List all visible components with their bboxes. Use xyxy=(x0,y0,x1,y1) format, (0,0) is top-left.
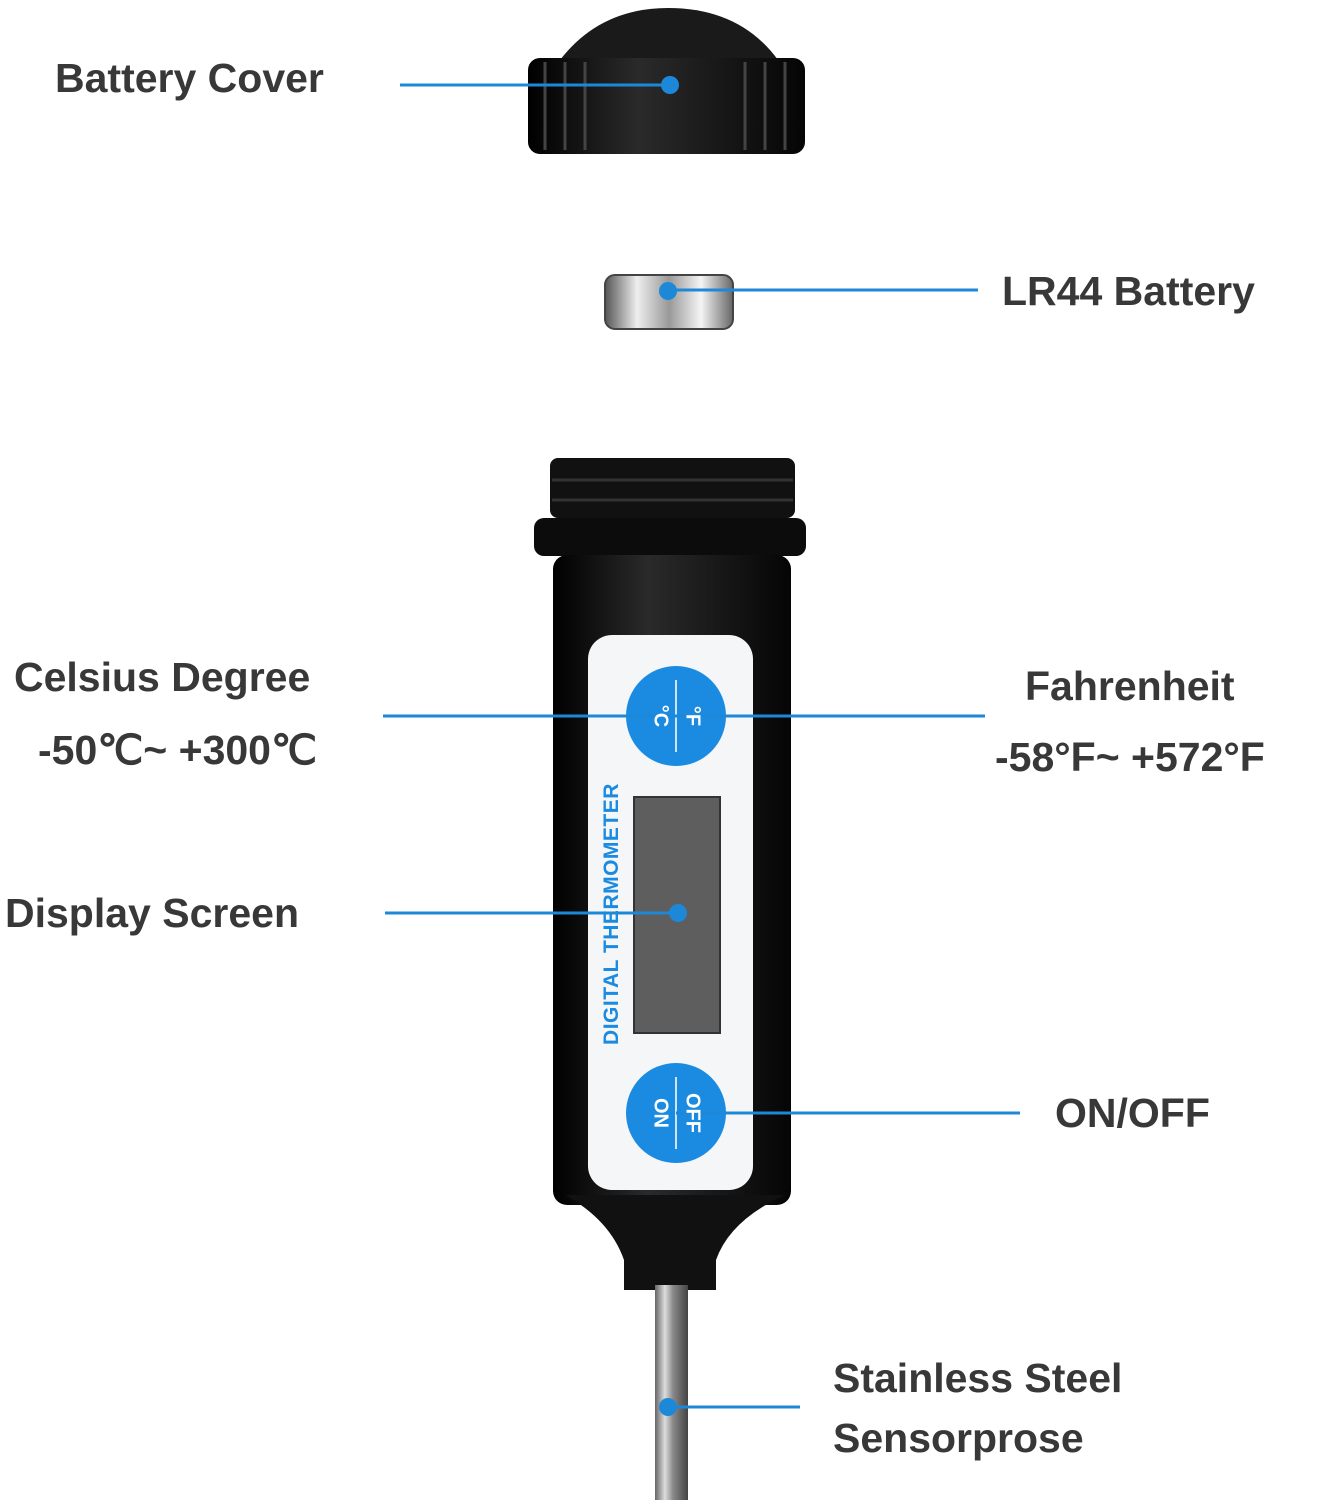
label-probe-line2: Sensorprose xyxy=(833,1415,1084,1461)
label-probe-line1: Stainless Steel xyxy=(833,1355,1123,1401)
leader-lines xyxy=(383,76,1020,1416)
label-battery-cover: Battery Cover xyxy=(55,55,324,101)
label-celsius-title: Celsius Degree xyxy=(14,654,311,700)
label-on-off: ON/OFF xyxy=(1055,1090,1210,1136)
label-fahrenheit-title: Fahrenheit xyxy=(1025,663,1235,709)
celsius-button-label: °C xyxy=(649,704,672,728)
label-fahrenheit-range: -58°F~ +572°F xyxy=(995,734,1265,780)
thermometer-body-image xyxy=(534,458,806,1500)
label-battery: LR44 Battery xyxy=(1002,268,1255,314)
label-display-screen: Display Screen xyxy=(5,890,299,936)
fahrenheit-button-label: °F xyxy=(681,705,704,727)
battery-cover-image xyxy=(528,8,805,154)
off-button-label: OFF xyxy=(681,1093,704,1133)
on-button-label: ON xyxy=(649,1098,672,1128)
label-celsius-range: -50℃~ +300℃ xyxy=(38,727,318,773)
brand-text: DIGITAL THERMOMETER xyxy=(600,783,623,1045)
